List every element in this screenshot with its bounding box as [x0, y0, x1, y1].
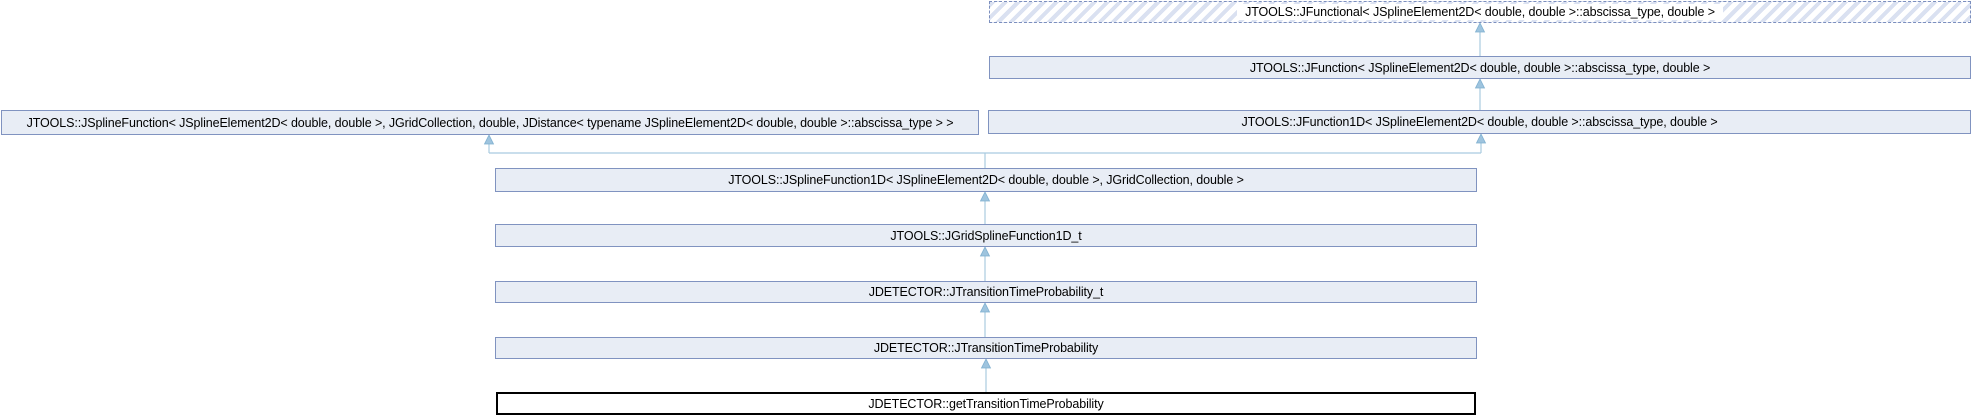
inheritance-arrow-jgridsplinefunction1dt-to-jsplinefunction1d — [979, 191, 991, 224]
node-label: JTOOLS::JSplineFunction1D< JSplineElemen… — [728, 173, 1244, 187]
inheritance-arrow-getttp-to-jttp — [980, 358, 992, 392]
node-label: JDETECTOR::JTransitionTimeProbability — [873, 341, 1099, 355]
node-jdetector-jtransitiontimeprobability-t[interactable]: JDETECTOR::JTransitionTimeProbability_t — [495, 281, 1477, 303]
inheritance-arrow-jfunction-to-jfunctional — [1474, 22, 1486, 56]
inheritance-arrow-jsplinefunction1d-to-parents — [483, 133, 1487, 168]
node-label: JTOOLS::JFunction1D< JSplineElement2D< d… — [1241, 115, 1718, 129]
node-jtools-jgridsplinefunction1d-t[interactable]: JTOOLS::JGridSplineFunction1D_t — [495, 224, 1477, 247]
node-jtools-jsplinefunction[interactable]: JTOOLS::JSplineFunction< JSplineElement2… — [1, 110, 979, 135]
node-jtools-jsplinefunction1d[interactable]: JTOOLS::JSplineFunction1D< JSplineElemen… — [495, 168, 1477, 192]
node-label: JDETECTOR::getTransitionTimeProbability — [868, 396, 1104, 411]
node-label: JTOOLS::JFunction< JSplineElement2D< dou… — [1249, 60, 1711, 75]
inheritance-arrow-jttpt-to-jgridsplinefunction1dt — [979, 246, 991, 281]
node-jdetector-jtransitiontimeprobability[interactable]: JDETECTOR::JTransitionTimeProbability — [495, 337, 1477, 359]
node-label: JTOOLS::JGridSplineFunction1D_t — [890, 228, 1082, 243]
node-jtools-jfunction[interactable]: JTOOLS::JFunction< JSplineElement2D< dou… — [989, 56, 1971, 79]
node-label: JTOOLS::JFunctional< JSplineElement2D< d… — [1237, 4, 1723, 20]
inheritance-arrow-jttp-to-jttpt — [979, 302, 991, 337]
node-jtools-jfunction1d[interactable]: JTOOLS::JFunction1D< JSplineElement2D< d… — [988, 110, 1971, 134]
node-jdetector-gettransitiontimeprobability-current: JDETECTOR::getTransitionTimeProbability — [496, 392, 1476, 415]
inheritance-arrow-jfunction1d-to-jfunction — [1474, 78, 1486, 110]
node-label: JTOOLS::JSplineFunction< JSplineElement2… — [26, 115, 954, 130]
node-label: JDETECTOR::JTransitionTimeProbability_t — [868, 285, 1104, 299]
node-jtools-jfunctional[interactable]: JTOOLS::JFunctional< JSplineElement2D< d… — [989, 1, 1971, 23]
